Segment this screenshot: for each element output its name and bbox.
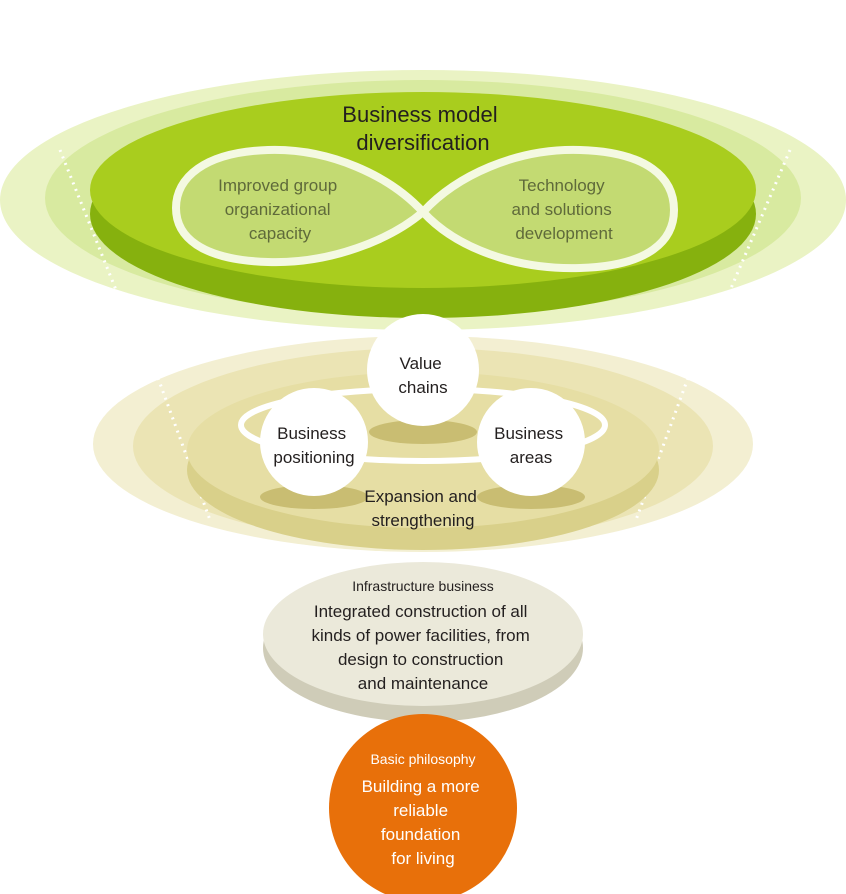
value-chains-line-2: chains bbox=[398, 378, 447, 397]
value-chains-line-1: Value bbox=[400, 354, 442, 373]
infinity-loop bbox=[172, 145, 678, 273]
value-chains-node bbox=[367, 314, 479, 426]
infra-body: Integrated construction of all kinds of … bbox=[312, 602, 535, 693]
philosophy-body-line-1: Building a more bbox=[362, 777, 480, 796]
business-areas-line-1: Business bbox=[494, 424, 563, 443]
infrastructure-tier: Infrastructure business Integrated const… bbox=[263, 562, 583, 722]
left-loop-label: Improved group organizational capacity bbox=[218, 176, 342, 243]
business-positioning-node bbox=[260, 388, 368, 496]
infra-disc-face bbox=[263, 562, 583, 706]
left-loop-line-3: capacity bbox=[249, 224, 312, 243]
philosophy-tier: Basic philosophy Building a more reliabl… bbox=[329, 714, 517, 894]
business-areas-label: Business areas bbox=[494, 424, 568, 467]
right-loop-line-3: development bbox=[515, 224, 613, 243]
right-loop-line-2: and solutions bbox=[512, 200, 612, 219]
philosophy-body-line-3: foundation bbox=[381, 825, 460, 844]
philosophy-body-line-4: for living bbox=[391, 849, 454, 868]
top-title: Business model diversification bbox=[342, 102, 503, 155]
left-loop-line-1: Improved group bbox=[218, 176, 337, 195]
right-loop-line-1: Technology bbox=[519, 176, 606, 195]
business-positioning-line-1: Business bbox=[277, 424, 346, 443]
philosophy-heading: Basic philosophy bbox=[370, 751, 475, 767]
business-positioning-label: Business positioning bbox=[273, 424, 354, 467]
philosophy-circle bbox=[329, 714, 517, 894]
areas-shadow bbox=[477, 485, 585, 509]
expansion-label: Expansion and strengthening bbox=[364, 487, 481, 530]
middle-tier: Value chains Business positioning Busine… bbox=[93, 314, 753, 552]
expansion-line-2: strengthening bbox=[371, 511, 474, 530]
philosophy-body-line-2: reliable bbox=[393, 801, 448, 820]
top-dotted-left-outer bbox=[58, 149, 122, 301]
infra-body-line-3: design to construction bbox=[338, 650, 503, 669]
infra-body-line-1: Integrated construction of all bbox=[314, 602, 528, 621]
top-title-line-1: Business model bbox=[342, 102, 497, 127]
infra-body-line-4: and maintenance bbox=[358, 674, 488, 693]
left-loop-line-2: organizational bbox=[225, 200, 331, 219]
top-tier: Business model diversification Improved … bbox=[0, 70, 846, 330]
positioning-shadow bbox=[260, 485, 368, 509]
expansion-line-1: Expansion and bbox=[364, 487, 476, 506]
infra-body-line-2: kinds of power facilities, from bbox=[312, 626, 530, 645]
right-loop-label: Technology and solutions development bbox=[512, 176, 617, 243]
business-areas-node bbox=[477, 388, 585, 496]
infra-heading: Infrastructure business bbox=[352, 578, 494, 594]
business-areas-line-2: areas bbox=[510, 448, 553, 467]
top-title-line-2: diversification bbox=[356, 130, 489, 155]
philosophy-body: Building a more reliable foundation for … bbox=[362, 777, 485, 868]
business-positioning-line-2: positioning bbox=[273, 448, 354, 467]
value-chains-label: Value chains bbox=[398, 354, 447, 397]
value-chains-shadow bbox=[369, 420, 477, 444]
